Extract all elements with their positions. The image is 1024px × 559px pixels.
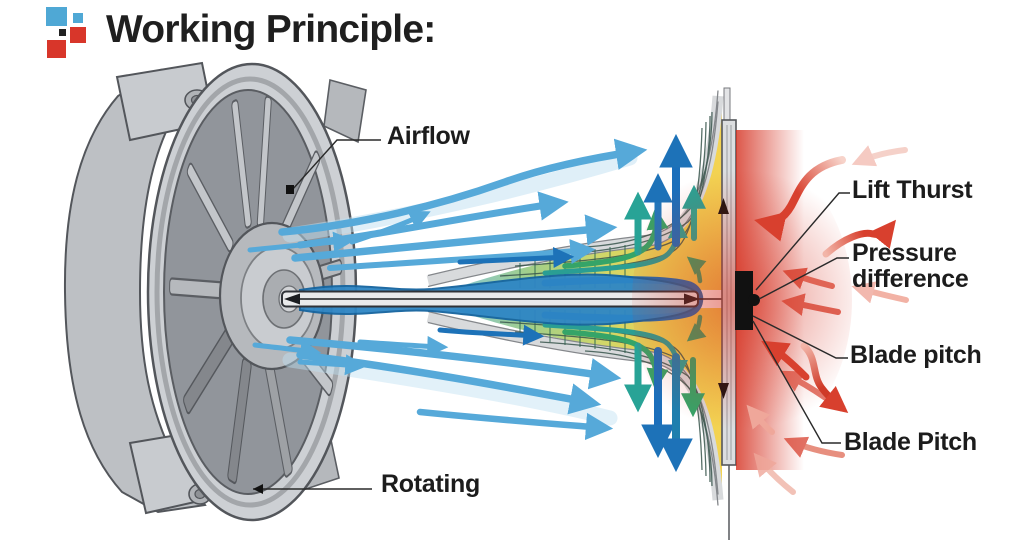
airflow-arrows-dark bbox=[437, 247, 575, 346]
label-rotating: Rotating bbox=[381, 470, 480, 498]
pressure-arrows bbox=[746, 145, 909, 495]
logo-square-blue-small bbox=[73, 13, 83, 23]
label-blade-pitch-upper: Blade pitch bbox=[850, 341, 982, 369]
fan-side-body bbox=[63, 64, 207, 514]
page-title: Working Principle: bbox=[106, 8, 436, 51]
rotating-leader-arrow bbox=[253, 484, 263, 494]
fan-assembly bbox=[63, 61, 367, 522]
airflow-arrows-lower bbox=[252, 335, 622, 441]
label-airflow: Airflow bbox=[387, 122, 470, 150]
wall-hub bbox=[735, 271, 760, 330]
label-pressure-difference: Pressure difference bbox=[852, 239, 969, 293]
logo-square-red-mid bbox=[70, 27, 86, 43]
axis-arrow-left bbox=[284, 293, 300, 305]
label-blade-pitch-lower: Blade Pitch bbox=[844, 428, 977, 456]
logo-square-red-big bbox=[47, 40, 66, 58]
label-lift-thrust: Lift Thurst bbox=[852, 176, 973, 204]
leader-lines bbox=[253, 139, 850, 494]
logo-square-black bbox=[59, 29, 66, 36]
logo-square-blue bbox=[46, 7, 67, 26]
